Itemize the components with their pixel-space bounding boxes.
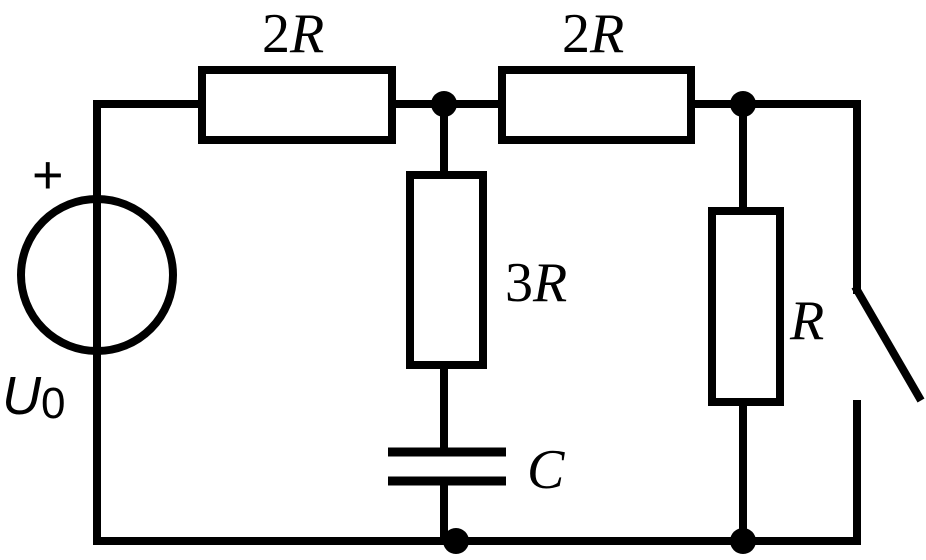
label-source-polarity: + (32, 145, 64, 205)
wire-left (93, 100, 448, 545)
junction-node-top-mid (431, 91, 457, 117)
resistor-top-right (498, 66, 695, 144)
junction-node-bottom-right (730, 528, 756, 554)
junction-node-top-right (730, 91, 756, 117)
voltage-source-circle (17, 195, 177, 355)
label-resistor-right: R (789, 290, 824, 352)
label-resistor-top-left: 2R (262, 3, 324, 65)
label-resistor-middle: 3R (505, 252, 567, 314)
resistor-right (708, 207, 784, 406)
switch-blade (851, 284, 925, 403)
resistor-top-left (198, 66, 396, 144)
junction-node-bottom-mid (443, 528, 469, 554)
label-resistor-top-right: 2R (562, 3, 624, 65)
resistor-middle (406, 171, 487, 369)
label-source: U0 (2, 366, 65, 428)
label-capacitor: C (527, 439, 565, 501)
